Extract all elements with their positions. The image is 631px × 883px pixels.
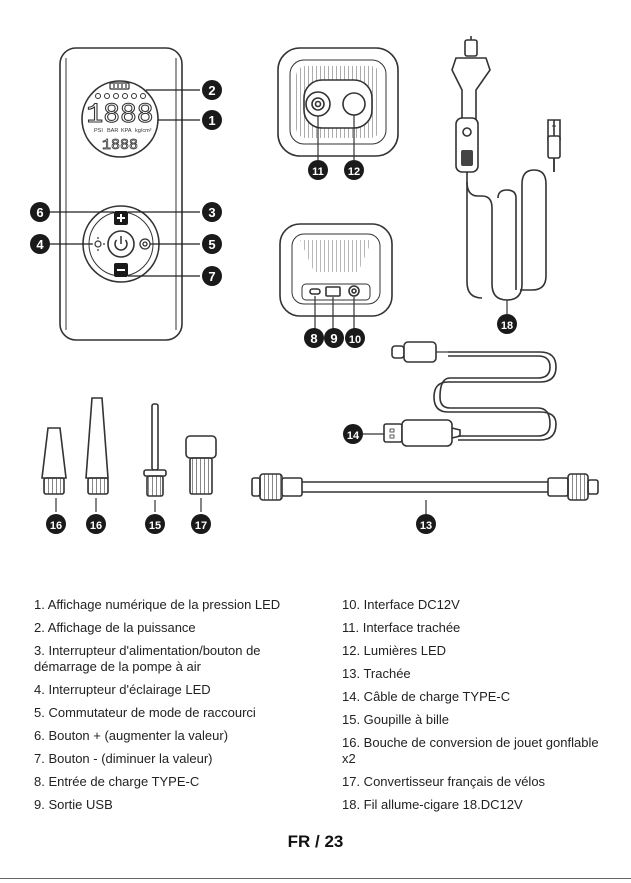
- bike-valve-adapter: [186, 436, 216, 512]
- product-diagram: 1888 PSI BAR KPA kg/cm² 1888: [0, 0, 631, 560]
- rear-face: [280, 224, 392, 330]
- front-face: [278, 48, 398, 160]
- badge-5: 5: [202, 234, 222, 254]
- svg-text:11: 11: [312, 166, 324, 178]
- legend-item: 4. Interrupteur d'éclairage LED: [34, 682, 306, 698]
- air-hose: [252, 474, 598, 514]
- unit-kgcm: kg/cm²: [135, 128, 152, 134]
- legend-item: 2. Affichage de la puissance: [34, 620, 306, 636]
- badge-4: 4: [30, 234, 50, 254]
- badge-14: 14: [343, 424, 363, 444]
- legend-item: 7. Bouton - (diminuer la valeur): [34, 751, 306, 767]
- svg-text:13: 13: [420, 520, 432, 532]
- minus-button-icon: [114, 263, 128, 277]
- legend-item: 3. Interrupteur d'alimentation/bouton de…: [34, 643, 306, 675]
- legend-item: 18. Fil allume-cigare 18.DC12V: [342, 797, 602, 813]
- badge-17: 17: [191, 514, 211, 534]
- page-number: FR / 23: [0, 832, 631, 852]
- svg-text:2: 2: [208, 83, 215, 98]
- inflation-nozzle-long: [86, 398, 108, 512]
- mode-icons: [96, 94, 146, 99]
- type-c-cable: [362, 342, 556, 446]
- legend-item: 6. Bouton + (augmenter la valeur): [34, 728, 306, 744]
- svg-text:10: 10: [349, 334, 361, 346]
- svg-text:6: 6: [36, 205, 43, 220]
- unit-labels: PSI BAR KPA kg/cm²: [94, 128, 152, 134]
- svg-text:16: 16: [50, 520, 62, 532]
- plus-button-icon: [114, 211, 128, 225]
- badge-11: 11: [308, 160, 328, 180]
- legend-item: 14. Câble de charge TYPE-C: [342, 689, 602, 705]
- cigarette-lighter-cable: [452, 36, 560, 314]
- badge-12: 12: [344, 160, 364, 180]
- badge-16-short: 16: [46, 514, 66, 534]
- svg-text:4: 4: [36, 237, 44, 252]
- badge-8: 8: [304, 328, 324, 348]
- legend-item: 15. Goupille à bille: [342, 712, 602, 728]
- badge-15: 15: [145, 514, 165, 534]
- ball-needle: [144, 404, 166, 512]
- svg-text:16: 16: [90, 520, 102, 532]
- mode-icon: [140, 239, 150, 249]
- badge-10: 10: [345, 328, 365, 348]
- legend-item: 11. Interface trachée: [342, 620, 602, 636]
- badge-13: 13: [416, 514, 436, 534]
- badge-3: 3: [202, 202, 222, 222]
- svg-text:14: 14: [347, 430, 360, 442]
- legend-item: 17. Convertisseur français de vélos: [342, 774, 602, 790]
- legend-item: 9. Sortie USB: [34, 797, 306, 813]
- svg-text:5: 5: [208, 237, 215, 252]
- svg-text:3: 3: [208, 205, 215, 220]
- svg-text:7: 7: [208, 269, 215, 284]
- legend-right-column: 10. Interface DC12V 11. Interface traché…: [342, 597, 602, 820]
- svg-text:12: 12: [348, 166, 360, 178]
- badge-18: 18: [497, 314, 517, 334]
- badge-7: 7: [202, 266, 222, 286]
- pressure-digits-small: 1888: [102, 137, 138, 154]
- legend-item: 10. Interface DC12V: [342, 597, 602, 613]
- unit-psi: PSI: [94, 128, 103, 134]
- inflation-nozzle-short: [42, 428, 66, 512]
- badge-6: 6: [30, 202, 50, 222]
- legend-item: 8. Entrée de charge TYPE-C: [34, 774, 306, 790]
- pump-body: [60, 48, 182, 340]
- unit-bar: BAR: [107, 128, 118, 134]
- badge-1: 1: [202, 110, 222, 130]
- svg-text:8: 8: [310, 331, 317, 346]
- badge-2: 2: [202, 80, 222, 100]
- badge-9: 9: [324, 328, 344, 348]
- svg-text:1: 1: [208, 113, 215, 128]
- legend-item: 5. Commutateur de mode de raccourci: [34, 705, 306, 721]
- light-icon: [91, 237, 105, 251]
- svg-text:17: 17: [195, 520, 207, 532]
- pressure-digits-large: 1888: [86, 100, 153, 131]
- legend-item: 1. Affichage numérique de la pression LE…: [34, 597, 306, 613]
- legend-item: 12. Lumières LED: [342, 643, 602, 659]
- unit-kpa: KPA: [121, 128, 132, 134]
- legend-item: 16. Bouche de conversion de jouet gonfla…: [342, 735, 602, 767]
- badge-16-long: 16: [86, 514, 106, 534]
- bottom-divider: [0, 878, 631, 879]
- svg-text:15: 15: [149, 520, 161, 532]
- legend-left-column: 1. Affichage numérique de la pression LE…: [34, 597, 306, 820]
- legend-item: 13. Trachée: [342, 666, 602, 682]
- power-icon: [115, 236, 127, 250]
- svg-text:9: 9: [330, 331, 337, 346]
- svg-text:18: 18: [501, 320, 513, 332]
- battery-indicator-icon: [110, 83, 129, 89]
